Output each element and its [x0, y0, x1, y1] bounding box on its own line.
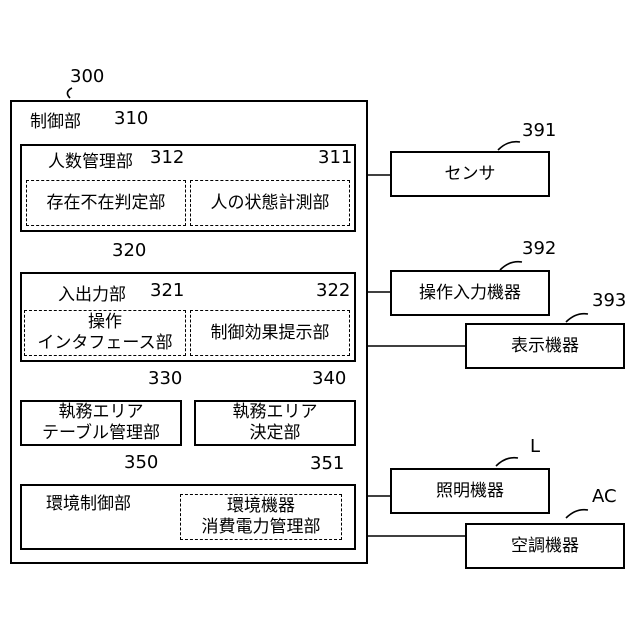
ref-392: 392: [522, 238, 556, 259]
operation-interface-line2: インタフェース部: [37, 333, 172, 354]
ref-330: 330: [148, 368, 182, 389]
ref-312: 312: [150, 147, 184, 168]
area-decision-box: 執務エリア 決定部: [194, 400, 356, 446]
area-table-line2: テーブル管理部: [42, 423, 160, 444]
ref-393: 393: [592, 290, 626, 311]
power-management-box: 環境機器 消費電力管理部: [180, 494, 342, 540]
leader-AC: [566, 510, 588, 518]
ref-310: 310: [114, 108, 148, 129]
state-measurement-label: 人の状態計測部: [211, 193, 330, 214]
leader-393: [566, 314, 588, 322]
area-table-box: 執務エリア テーブル管理部: [20, 400, 182, 446]
env-control-label: 環境制御部: [46, 494, 131, 515]
power-management-line2: 消費電力管理部: [202, 517, 321, 538]
ref-L: L: [530, 436, 540, 457]
aircon-box: 空調機器: [465, 523, 625, 569]
leader-L: [496, 458, 518, 466]
ref-AC: AC: [592, 486, 617, 507]
ref-321: 321: [150, 280, 184, 301]
presence-judgment-box: 存在不在判定部: [26, 180, 186, 226]
ref-351: 351: [310, 453, 344, 474]
ref-311: 311: [318, 147, 352, 168]
aircon-label: 空調機器: [511, 536, 579, 557]
lighting-box: 照明機器: [390, 468, 550, 514]
state-measurement-box: 人の状態計測部: [190, 180, 350, 226]
presence-judgment-label: 存在不在判定部: [47, 193, 166, 214]
headcount-label: 人数管理部: [48, 152, 133, 173]
area-decision-line2: 決定部: [250, 423, 301, 444]
op-input-box: 操作入力機器: [390, 270, 550, 316]
leader-391: [498, 142, 520, 150]
ref-391: 391: [522, 120, 556, 141]
leader-300: [67, 88, 72, 98]
power-management-line1: 環境機器: [227, 496, 295, 517]
ref-320: 320: [112, 240, 146, 261]
io-label: 入出力部: [58, 285, 126, 306]
control-effect-box: 制御効果提示部: [190, 310, 350, 356]
op-input-label: 操作入力機器: [419, 283, 521, 304]
ref-350: 350: [124, 452, 158, 473]
operation-interface-line1: 操作: [88, 312, 122, 333]
display-label: 表示機器: [511, 336, 579, 357]
ref-322: 322: [316, 280, 350, 301]
sensor-box: センサ: [390, 151, 550, 197]
area-decision-line1: 執務エリア: [233, 402, 318, 423]
display-box: 表示機器: [465, 323, 625, 369]
lighting-label: 照明機器: [436, 481, 504, 502]
leader-392: [500, 262, 522, 270]
sensor-label: センサ: [445, 164, 496, 185]
ref-300: 300: [70, 66, 104, 87]
operation-interface-box: 操作 インタフェース部: [24, 310, 186, 356]
ref-340: 340: [312, 368, 346, 389]
area-table-line1: 執務エリア: [59, 402, 144, 423]
control-effect-label: 制御効果提示部: [211, 323, 330, 344]
control-unit-label: 制御部: [30, 112, 81, 133]
